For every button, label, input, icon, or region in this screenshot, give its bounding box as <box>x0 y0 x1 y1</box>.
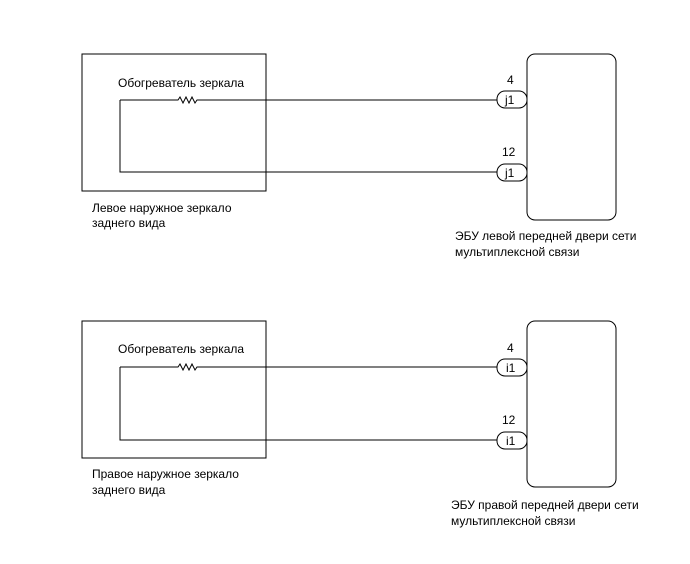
right-connector-minus-label: i1 <box>506 434 516 448</box>
right-heater-resistor-wire-plus <box>120 362 497 372</box>
right-mirror-label-line2: заднего вида <box>92 483 166 497</box>
left-mirror-circuit: Обогреватель зеркала Левое наружное зерк… <box>81 53 637 259</box>
left-ecu-box <box>526 53 617 221</box>
left-mirror-label-line2: заднего вида <box>92 216 166 230</box>
right-heater-wire-minus <box>119 367 497 441</box>
left-mirror-box <box>81 53 267 192</box>
right-connector-plus-label: i1 <box>506 361 516 375</box>
right-ecu-label-line1: ЭБУ правой передней двери сети <box>451 498 639 512</box>
right-heater-label: Обогреватель зеркала <box>118 342 244 356</box>
right-pin-minus-number: 12 <box>502 413 516 427</box>
left-heater-wire-minus <box>119 100 497 173</box>
right-mirror-label-line1: Правое наружное зеркало <box>92 467 239 481</box>
left-pin-minus-number: 12 <box>502 145 516 159</box>
right-pin-plus-number: 4 <box>507 341 514 355</box>
left-mirror-label-line1: Левое наружное зеркало <box>92 201 232 215</box>
left-heater-resistor-wire-plus <box>120 95 497 105</box>
right-mirror-box <box>81 320 267 459</box>
left-connector-minus-label: j1 <box>504 166 515 180</box>
left-heater-label: Обогреватель зеркала <box>118 76 244 90</box>
left-ecu-label-line2: мультиплексной связи <box>455 245 579 259</box>
left-ecu-label-line1: ЭБУ левой передней двери сети <box>455 229 637 243</box>
left-pin-plus-number: 4 <box>507 73 514 87</box>
right-ecu-label-line2: мультиплексной связи <box>451 514 575 528</box>
left-connector-plus-label: j1 <box>504 93 515 107</box>
right-ecu-box <box>526 320 617 488</box>
right-mirror-circuit: Обогреватель зеркала Правое наружное зер… <box>81 320 639 528</box>
